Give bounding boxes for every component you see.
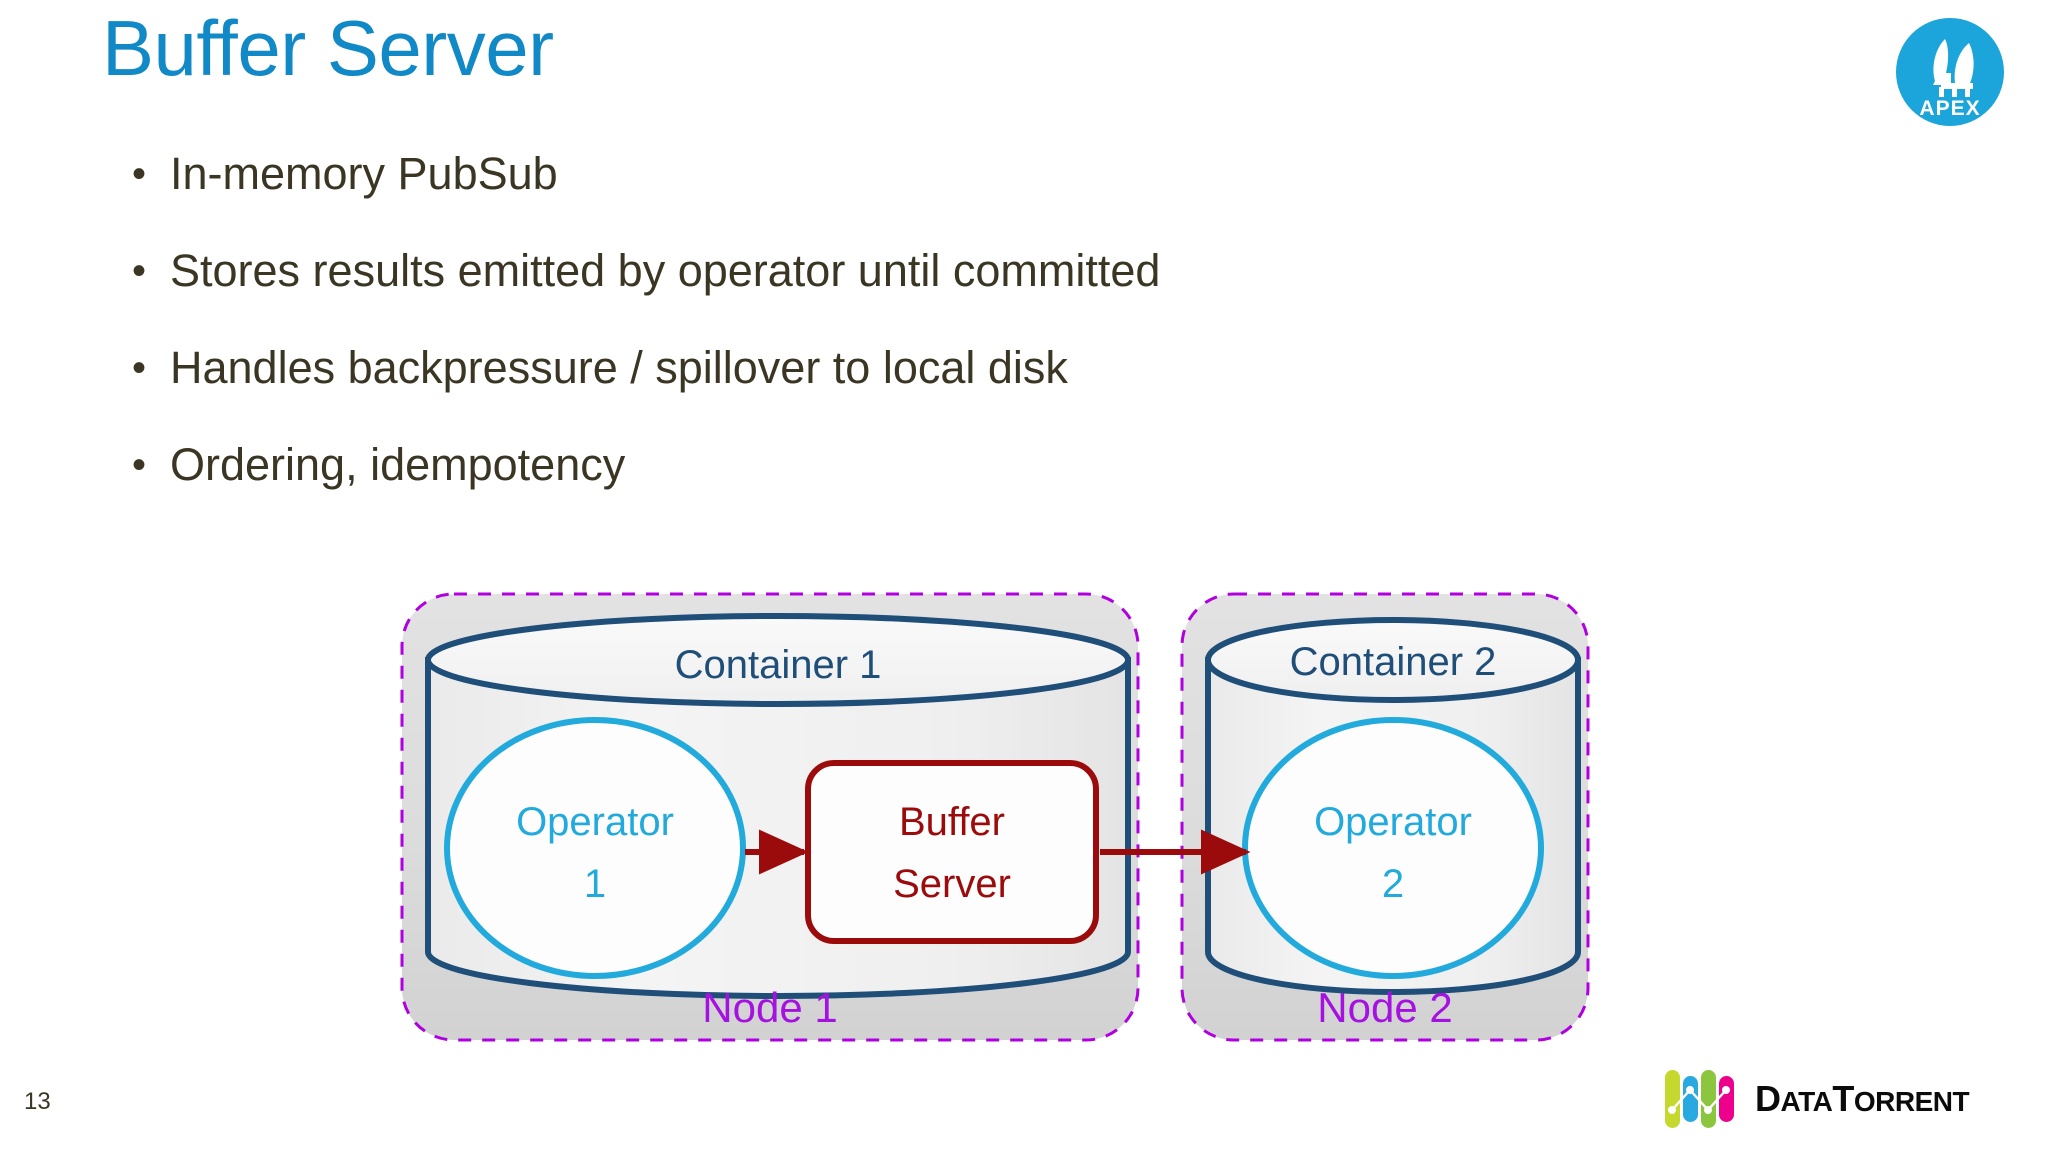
dt-word-d: D <box>1755 1078 1781 1119</box>
container-2-top <box>1205 617 1581 703</box>
container-1-cylinder <box>425 613 1131 999</box>
bullet-text: Handles backpressure / spillover to loca… <box>170 342 1068 393</box>
bullet-marker-icon: • <box>132 152 147 196</box>
dt-word-t: T <box>1832 1078 1854 1119</box>
node-2-group: Container 2 Operator 2 Node 2 <box>1180 592 1590 1042</box>
list-item: • Stores results emitted by operator unt… <box>118 245 1618 342</box>
list-item: • Handles backpressure / spillover to lo… <box>118 342 1618 439</box>
bullet-text: Stores results emitted by operator until… <box>170 245 1161 296</box>
apex-leg-1-icon <box>1939 87 1944 97</box>
apex-logo: APEX <box>1895 17 2005 127</box>
container-1-label: Container 1 <box>675 643 882 687</box>
container-2-label: Container 2 <box>1290 640 1497 684</box>
bullet-marker-icon: • <box>132 443 147 487</box>
container-1-top <box>425 613 1131 707</box>
operator-1-label-line2: 1 <box>584 862 606 906</box>
apex-wordmark: APEX <box>1919 97 1980 120</box>
dt-word-ata: ATA <box>1780 1086 1833 1117</box>
node-1-label: Node 1 <box>702 984 837 1031</box>
buffer-server-label-line2: Server <box>893 862 1011 906</box>
container-2-cylinder <box>1205 617 1581 995</box>
bullet-list: • In-memory PubSub • Stores results emit… <box>118 148 1618 536</box>
apex-logo-circle <box>1896 18 2004 126</box>
apex-feather-right-icon <box>1954 43 1974 83</box>
bullet-marker-icon: • <box>132 249 147 293</box>
datatorrent-wordmark: DATATORRENT <box>1755 1078 1970 1120</box>
node-1-group: Container 1 Operator 1 Buffer Server Nod… <box>400 592 1140 1042</box>
bullet-text: In-memory PubSub <box>170 148 558 199</box>
container-1-body <box>425 657 1131 999</box>
datatorrent-mark-icon <box>1665 1070 1734 1128</box>
bullet-marker-icon: • <box>132 346 147 390</box>
operator-2-label-line2: 2 <box>1382 862 1404 906</box>
node-1-boundary <box>400 592 1140 1042</box>
operator-1-label-line1: Operator <box>516 800 674 844</box>
list-item: • Ordering, idempotency <box>118 439 1618 536</box>
operator-1-shape <box>444 717 746 979</box>
node-2-label: Node 2 <box>1317 984 1452 1031</box>
buffer-server-box <box>805 760 1099 944</box>
operator-2-shape <box>1242 717 1544 979</box>
page-number: 13 <box>24 1088 51 1115</box>
buffer-server-label-line1: Buffer <box>899 800 1005 844</box>
apex-leg-2-icon <box>1952 87 1957 97</box>
apex-leg-3-icon <box>1965 87 1970 97</box>
list-item: • In-memory PubSub <box>118 148 1618 245</box>
bullet-text: Ordering, idempotency <box>170 439 626 490</box>
container-2-body <box>1205 657 1581 995</box>
page-title: Buffer Server <box>102 4 554 92</box>
datatorrent-logo: DATATORRENT <box>1663 1068 2003 1130</box>
dt-word-orrent: ORRENT <box>1853 1086 1970 1117</box>
apex-feather-left-icon <box>1933 39 1951 85</box>
operator-2-label-line1: Operator <box>1314 800 1472 844</box>
node-2-boundary <box>1180 592 1590 1042</box>
